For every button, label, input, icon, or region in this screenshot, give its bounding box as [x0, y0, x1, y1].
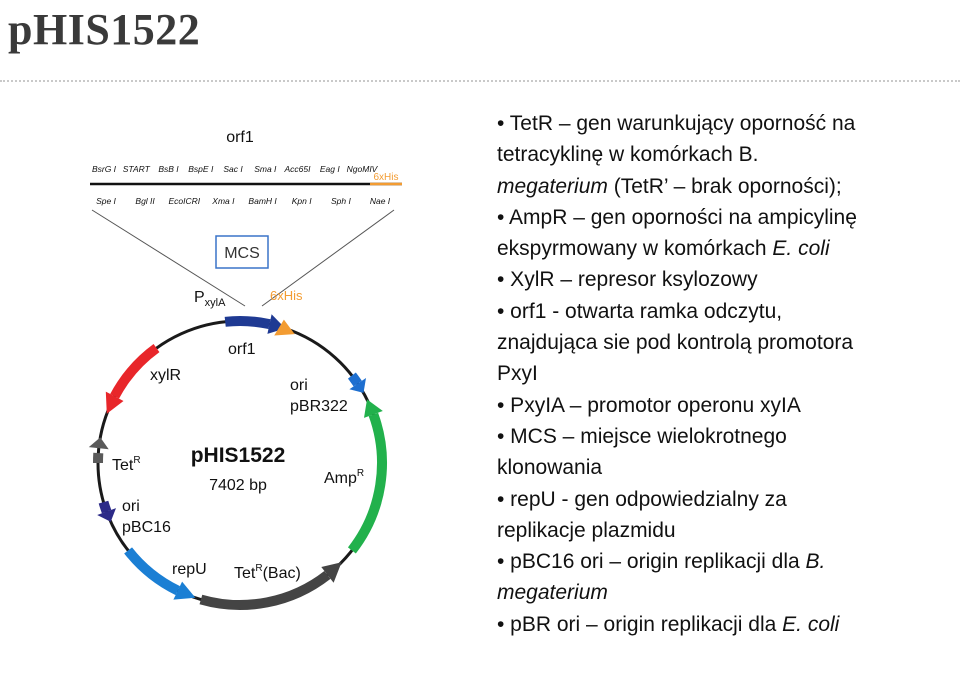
pxyla-label: PxylA: [194, 289, 226, 309]
ori-pbc16-label-2: pBC16: [122, 519, 171, 536]
legend-line: • MCS – miejsce wielokrotnego: [497, 421, 947, 452]
legend-line: • pBC16 ori – origin replikacji dla B.: [497, 546, 947, 577]
legend-line-text: • PxyIA – promotor operonu xyIA: [497, 393, 801, 417]
legend-line-text: • XylR – represor ksylozowy: [497, 268, 758, 292]
repu-label: repU: [172, 561, 207, 578]
legend-line-italic: B.: [805, 550, 826, 574]
legend-line-text: replikacje plazmidu: [497, 518, 676, 542]
tetr-bac-gene-arrow: [199, 570, 331, 610]
mcs-site-label: BsB I: [158, 164, 179, 174]
legend-line-text: • repU - gen odpowiedzialny za: [497, 487, 787, 511]
mcs-site-label: Bgl II: [135, 196, 155, 206]
legend-line-text: ekspyrmowany w komórkach: [497, 237, 773, 261]
his-tag-marker: [274, 319, 295, 336]
legend-line-text: • AmpR – gen oporności na ampicylinę: [497, 205, 857, 229]
legend-line-text: • orf1 - otwarta ramka odczytu,: [497, 299, 783, 323]
legend-line-italic: E. coli: [772, 237, 830, 261]
ori-pbc16-marker: [98, 500, 112, 514]
mcs-site-label: NgoMIV: [347, 164, 379, 174]
legend-line: • XylR – represor ksylozowy: [497, 264, 947, 295]
legend-line: • PxyIA – promotor operonu xyIA: [497, 390, 947, 421]
tetr-label: TetR: [112, 455, 141, 474]
mcs-site-label: Nae I: [370, 196, 391, 206]
tetr-arrow-head: [88, 437, 109, 450]
repu-arrow-head: [173, 581, 196, 600]
xylr-gene-arrow: [110, 344, 160, 399]
zoom-line-left: [91, 209, 246, 307]
ori-pbr322-label-1: ori: [290, 377, 308, 394]
mcs-site-label: EcoICRI: [168, 196, 200, 206]
legend-line: znajdująca sie pod kontrolą promotora: [497, 327, 947, 358]
tetr-bac-arrow-head: [321, 562, 342, 583]
legend-line: • AmpR – gen oporności na ampicylinę: [497, 202, 947, 233]
legend-line-text: megaterium: [497, 174, 608, 198]
legend-line: ekspyrmowany w komórkach E. coli: [497, 233, 947, 264]
repu-gene-arrow: [124, 547, 181, 596]
legend-line-text: PxyI: [497, 362, 538, 386]
mcs-site-label: Eag I: [320, 164, 340, 174]
legend-line: klonowania: [497, 452, 947, 483]
zoom-line-right: [261, 209, 395, 307]
mcs-site-label: Sma I: [254, 164, 277, 174]
orf1-label: orf1: [228, 341, 256, 358]
legend-line-text: • TetR – gen warunkujący oporność na tet…: [497, 112, 856, 167]
legend-line-text: • pBR ori – origin replikacji dla: [497, 612, 783, 636]
orf1-top-label: orf1: [226, 129, 254, 146]
pxyla-promoter-arrow: [224, 316, 271, 330]
mcs-site-label: Kpn I: [292, 196, 312, 206]
legend-line-text: znajdująca sie pod kontrolą promotora: [497, 331, 854, 355]
mcs-label: MCS: [224, 245, 260, 262]
ampr-gene-arrow: [347, 412, 387, 554]
mcs-site-label: Spe I: [96, 196, 116, 206]
legend-line-italic: megaterium: [497, 581, 608, 605]
legend-line-text: • MCS – miejsce wielokrotnego: [497, 424, 787, 448]
mcs-box: [215, 235, 269, 269]
plasmid-name: pHIS1522: [191, 444, 286, 467]
mcs-site-label: BspE I: [188, 164, 214, 174]
xylr-arrow-head: [105, 391, 124, 414]
legend-line: PxyI: [497, 358, 947, 389]
legend-line: megaterium: [497, 577, 947, 608]
ori-pbr322-arrow-head: [349, 378, 366, 393]
mcs-site-label: Xma I: [211, 196, 235, 206]
slide-title: pHIS1522: [8, 5, 201, 54]
legend-line-text: • pBC16 ori – origin replikacji dla: [497, 550, 806, 574]
mcs-site-label: Sac I: [223, 164, 243, 174]
ori-pbr322-label-2: pBR322: [290, 398, 348, 415]
plasmid-map: orf1 BsrG I START BsB I BspE I Sac I Sma I Acc…: [88, 129, 402, 610]
ori-pbc16-label-1: ori: [122, 498, 140, 515]
title-divider: [0, 80, 960, 82]
legend-line: • TetR – gen warunkujący oporność na tet…: [497, 108, 947, 171]
ampr-arrow-head: [364, 399, 383, 418]
his-label: 6xHis: [270, 288, 303, 303]
mcs-site-label: BamH I: [248, 196, 277, 206]
legend-line-italic: E. coli: [782, 612, 840, 636]
ori-pbr322-marker: [347, 372, 362, 387]
legend-line: • repU - gen odpowiedzialny za: [497, 484, 947, 515]
mcs-site-label: START: [123, 164, 151, 174]
legend-line: replikacje plazmidu: [497, 515, 947, 546]
plasmid-size: 7402 bp: [209, 477, 267, 494]
mcs-sites-bottom-row: Spe I Bgl II EcoICRI Xma I BamH I Kpn I Sph I N…: [96, 196, 391, 206]
legend-line-text: klonowania: [497, 456, 603, 480]
mcs-sites-top-row: BsrG I START BsB I BspE I Sac I Sma I Acc65I Ea…: [92, 164, 379, 174]
legend-line: • orf1 - otwarta ramka odczytu,: [497, 296, 947, 327]
ori-pbc16-arrow-head: [97, 508, 116, 522]
legend-line-tail: (TetR’ – brak oporności);: [607, 174, 842, 198]
legend-line: megaterium (TetR’ – brak oporności);: [497, 171, 947, 202]
his-top-label: 6xHis: [373, 172, 398, 183]
tetr-bac-label: TetR(Bac): [234, 563, 301, 582]
legend-line: • pBR ori – origin replikacji dla E. col…: [497, 609, 947, 640]
legend-text: • TetR – gen warunkujący oporność na tet…: [497, 108, 947, 640]
mcs-site-label: BsrG I: [92, 164, 117, 174]
xylr-label: xylR: [150, 367, 181, 384]
mcs-site-label: Acc65I: [284, 164, 312, 174]
mcs-site-label: Sph I: [331, 196, 351, 206]
ampr-label: AmpR: [324, 468, 364, 487]
